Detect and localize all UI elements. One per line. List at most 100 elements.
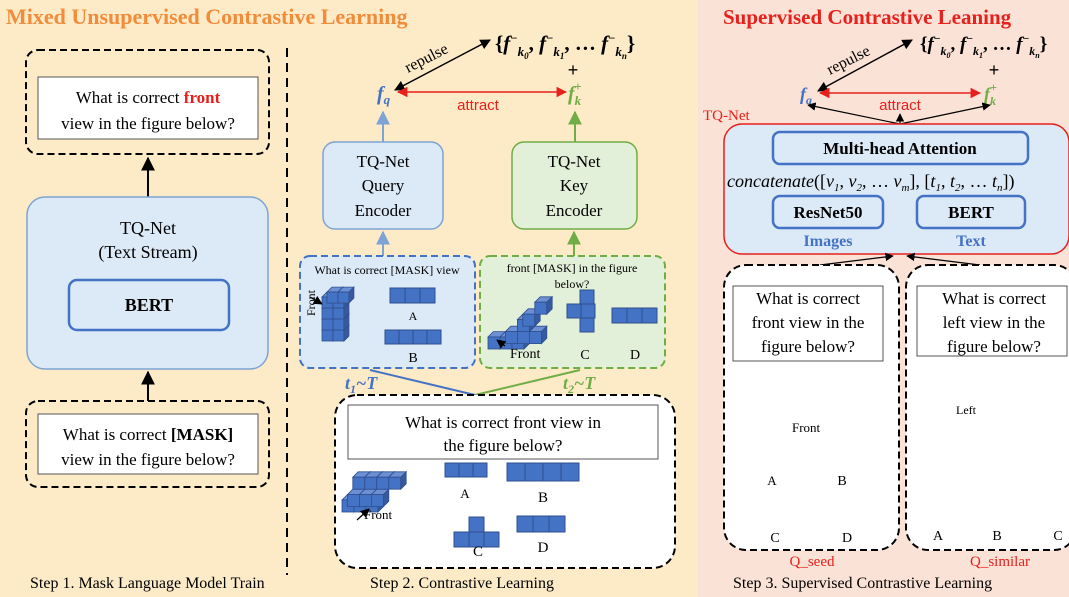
orig-stack-cube-5-front — [370, 494, 384, 508]
step3-repulse-arrow — [817, 39, 913, 92]
step3-seed-front-label: Front — [792, 420, 821, 435]
step3-mha-box — [771, 130, 1030, 166]
step2-fq: fq — [377, 83, 391, 107]
orig-stack-cube-5-side — [382, 488, 390, 508]
step2-t1-label: t1~T — [345, 373, 378, 396]
step3-sim-label-b: B — [992, 529, 1001, 544]
step2-query-encoder-l3: Encoder — [355, 201, 412, 220]
orig-option-d — [516, 515, 566, 533]
step3-qseed-q2: front view in the — [752, 313, 865, 332]
step3-tqnet-label: TQ-Net — [703, 108, 750, 124]
step1-panel: What is correct front view in the figure… — [25, 49, 270, 592]
step2-query-encoder — [322, 141, 444, 230]
step2-query-encoder-l2: Query — [362, 176, 405, 195]
step2-fk: fk+ — [568, 79, 582, 108]
step2-plus: + — [568, 60, 579, 80]
step3-qseed-q3: figure below? — [761, 337, 855, 356]
step2-original-question-l2: the figure below? — [444, 436, 563, 455]
step1-input-question-line2: view in the figure below? — [61, 450, 235, 469]
kaug-front-arrow — [496, 339, 507, 349]
orig-label-b: B — [538, 490, 548, 506]
qaug-stack-cube-4-front — [321, 307, 334, 320]
step3-sim-label-a: A — [933, 529, 944, 544]
step2-key-encoder — [511, 141, 638, 230]
step2-query-augmented-text: What is correct [MASK] view — [314, 263, 460, 277]
step3-sim-label-c: C — [1053, 529, 1062, 544]
kaug-stack-cube-3-front — [504, 331, 518, 345]
step3-caption: Step 3. Supervised Contrastive Learning — [733, 575, 992, 592]
title-supervised: Supervised Contrastive Leaning — [723, 5, 1012, 29]
step2-key-augmented-text-2: below? — [555, 277, 590, 291]
step1-tqnet-label: TQ-Net — [120, 218, 176, 238]
qaug-stack-cube-3-front — [332, 318, 345, 331]
step3-seed-arrow-a — [819, 252, 894, 266]
step3-seed-label-a: A — [767, 473, 777, 488]
qaug-stack-cube-8-front — [326, 291, 339, 304]
step2-original-question-l1: What is correct front view in — [405, 413, 601, 432]
kaug-c-top — [579, 289, 595, 305]
kaug-stack-cube-0-front — [487, 336, 501, 350]
kaug-option-d — [611, 307, 658, 324]
kaug-stack-cube-5-front — [529, 331, 542, 345]
step3-text-label: Text — [956, 233, 986, 250]
step1-input-question-box — [37, 413, 259, 475]
step3-sim-left-label: Left — [956, 403, 977, 417]
kaug-stack-cube-5-side — [541, 325, 548, 345]
kaug-stack-cube-8-side — [546, 295, 553, 316]
step3-qsimilar-q3: figure below? — [947, 337, 1041, 356]
step3-arrow-to-fk — [899, 102, 991, 125]
step3-seed-label-c: C — [770, 531, 779, 546]
orig-front-label: Front — [364, 507, 393, 522]
step3-qsimilar-q2: left view in the — [943, 313, 1045, 332]
step3-attract-label: attract — [879, 97, 922, 114]
orig-front-arrow — [356, 508, 370, 521]
step3-qseed-q1: What is correct — [756, 289, 860, 308]
orig-label-c: C — [473, 544, 483, 560]
kaug-stack-cube-8-front — [534, 301, 548, 315]
step1-tqnet-stream: (Text Stream) — [98, 242, 197, 263]
step2-key-encoder-l1: TQ-Net — [548, 152, 601, 171]
orig-stack-cube-3-front — [346, 494, 360, 508]
step2-t1-line — [369, 369, 476, 396]
orig-stack-cube-8-front — [376, 476, 390, 490]
step2-t2-line — [474, 369, 581, 396]
step3-resnet-label: ResNet50 — [794, 203, 863, 222]
kaug-c-bot — [579, 317, 595, 333]
step3-images-label: Images — [804, 233, 853, 250]
orig-stack-cube-7-front — [364, 476, 378, 490]
orig-stack-cube-6-front — [352, 476, 366, 490]
step3-arrow-to-fq — [807, 102, 901, 125]
step1-input-outer-box — [25, 400, 270, 488]
step3-seed-label-b: B — [837, 474, 846, 489]
qaug-stack-cube-9-side — [348, 286, 355, 305]
step2-option-labels: Front A B Front C D Front A B C D — [304, 289, 640, 560]
qaug-stack-cube-0-front — [321, 329, 334, 342]
step2-attract-label: attract — [457, 97, 500, 114]
qaug-stack-cube-5-front — [332, 307, 345, 320]
step1-output-question-line2: view in the figure below? — [61, 114, 235, 133]
step3-seed-label-d: D — [842, 531, 852, 546]
step2-caption: Step 2. Contrastive Learning — [370, 575, 554, 592]
qaug-label-a: A — [409, 309, 418, 323]
step2-repulse-arrow — [394, 39, 491, 91]
step1-bert-label: BERT — [125, 295, 173, 315]
step3-qsimilar-q1: What is correct — [942, 289, 1046, 308]
qaug-stack-cube-2-front — [321, 318, 334, 331]
step1-output-question-line1: What is correct front — [76, 88, 221, 107]
orig-label-a: A — [460, 486, 470, 501]
step3-concat: concatenate([v1, v2, … vm], [t1, t2, … t… — [727, 171, 1014, 194]
kaug-front-label: Front — [510, 347, 540, 362]
qaug-label-b: B — [408, 351, 417, 366]
orig-label-d: D — [538, 540, 549, 556]
step2-key-augmented-text-1: front [MASK] in the figure — [507, 261, 638, 275]
qaug-front-arrow — [309, 295, 323, 305]
step3-qseed-question-box — [732, 285, 884, 362]
step1-caption: Step 1. Mask Language Model Train — [30, 575, 265, 592]
title-mixed-unsupervised: Mixed Unsupervised Contrastive Learning — [6, 4, 408, 29]
kaug-stack-cube-4-front — [517, 331, 530, 345]
step3-plus: + — [989, 60, 1000, 80]
step3-panel: {f−k0, f−k1, … f−kn} + repulse fq fk+ at… — [703, 33, 1069, 592]
step1-output-question-box — [37, 76, 259, 140]
step3-fk: fk+ — [984, 80, 997, 108]
